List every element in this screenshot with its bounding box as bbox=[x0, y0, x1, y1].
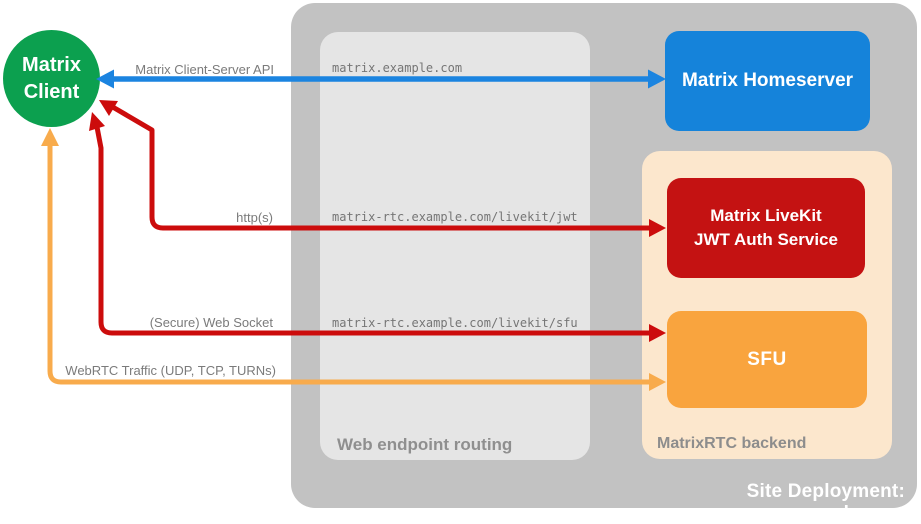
node-matrix-livekit-jwt-auth-service: Matrix LiveKit JWT Auth Service bbox=[667, 178, 865, 278]
web-endpoint-routing-label: Web endpoint routing bbox=[337, 435, 513, 454]
route-livekit-jwt: matrix-rtc.example.com/livekit/jwt bbox=[332, 210, 578, 224]
container-web-endpoint-routing bbox=[320, 32, 590, 460]
route-matrix-example-com: matrix.example.com bbox=[332, 61, 463, 75]
node-sfu: SFU bbox=[667, 311, 867, 408]
node-matrix-homeserver: Matrix Homeserver bbox=[665, 31, 870, 131]
websocket-label: (Secure) Web Socket bbox=[149, 315, 273, 330]
https-label: http(s) bbox=[236, 210, 273, 225]
node-matrix-client: Matrix Client bbox=[3, 30, 100, 127]
client-server-api-label: Matrix Client-Server API bbox=[135, 62, 274, 77]
webrtc-traffic-label: WebRTC Traffic (UDP, TCP, TURNs) bbox=[65, 363, 276, 378]
route-livekit-sfu: matrix-rtc.example.com/livekit/sfu bbox=[332, 316, 578, 330]
matrixrtc-backend-label: MatrixRTC backend bbox=[657, 435, 807, 452]
site-deployment-label: Site Deployment: example.com bbox=[746, 481, 905, 524]
